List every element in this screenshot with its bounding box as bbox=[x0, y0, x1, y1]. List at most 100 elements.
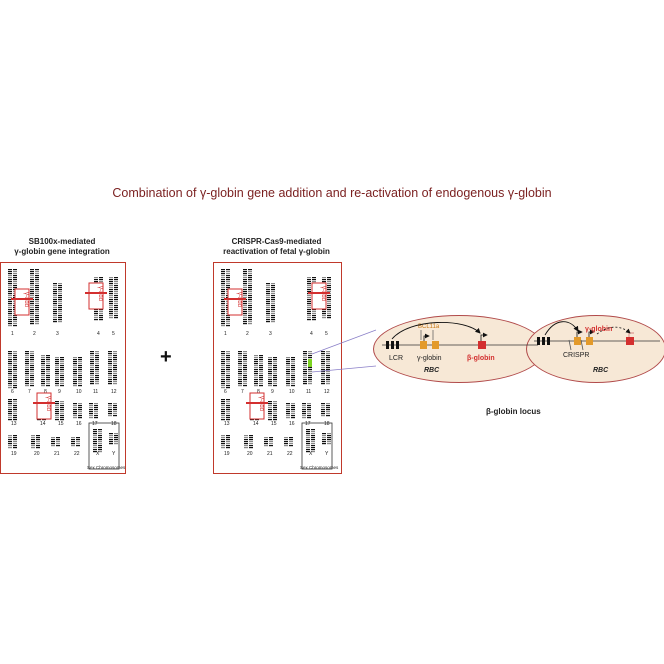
sex-chromosomes-label: Sex Chromosomes bbox=[300, 465, 339, 470]
chromosome-number-11: 11 bbox=[93, 389, 98, 395]
chromosome-number-22: 22 bbox=[74, 451, 80, 457]
gamma-add-box-2 bbox=[88, 282, 104, 310]
chromosome-8-b bbox=[46, 355, 50, 387]
chromosome-20-b bbox=[249, 435, 253, 449]
chromosome-number-9: 9 bbox=[58, 389, 61, 395]
chromosome-7-a bbox=[25, 351, 29, 387]
chromosome-9-b bbox=[273, 357, 277, 387]
chromosome-9-a bbox=[268, 357, 272, 387]
chromosome-number-Y: Y bbox=[325, 451, 329, 457]
chromosome-number-16: 16 bbox=[76, 421, 82, 427]
chromosome-19-b bbox=[13, 435, 17, 449]
chromosome-number-2: 2 bbox=[246, 331, 249, 337]
chromosome-number-12: 12 bbox=[111, 389, 117, 395]
chromosome-22-b bbox=[289, 437, 293, 447]
chromosome-number-4: 4 bbox=[97, 331, 100, 337]
chromosome-number-14: 14 bbox=[253, 421, 259, 427]
chromosome-8-a bbox=[41, 355, 45, 387]
chromosome-3-b bbox=[271, 283, 275, 323]
chromosome-X-a bbox=[93, 429, 97, 453]
left-panel-title-line2: γ-globin gene integration bbox=[14, 247, 110, 256]
chromosome-17-b bbox=[94, 403, 98, 419]
chromosome-1-a bbox=[221, 269, 225, 327]
chromosome-number-19: 19 bbox=[11, 451, 17, 457]
chromosome-13-b bbox=[226, 399, 230, 421]
chromosome-5-a bbox=[109, 277, 113, 319]
locus-ellipse-2 bbox=[526, 315, 664, 383]
chromosome-6-b bbox=[226, 351, 230, 389]
chromosome-2-b bbox=[35, 269, 39, 325]
chromosome-X-a bbox=[306, 429, 310, 453]
gamma-add-box-3 bbox=[249, 392, 265, 420]
chromosome-number-13: 13 bbox=[11, 421, 17, 427]
chromosome-number-6: 6 bbox=[224, 389, 227, 395]
chromosome-X-b bbox=[98, 429, 102, 453]
chromosome-19-a bbox=[8, 435, 12, 449]
chromosome-number-8: 8 bbox=[257, 389, 260, 395]
chromosome-12-a bbox=[321, 351, 325, 385]
right-panel-title-line2: reactivation of fetal γ-globin bbox=[223, 247, 330, 256]
chromosome-16-b bbox=[78, 403, 82, 419]
chromosome-2-b bbox=[248, 269, 252, 325]
chromosome-18-a bbox=[108, 403, 112, 417]
beta-globin-locus-label: β-globin locus bbox=[486, 407, 541, 416]
chromosome-15-b bbox=[273, 401, 277, 421]
chromosome-15-b bbox=[60, 401, 64, 421]
chromosome-17-b bbox=[307, 403, 311, 419]
chromosome-11-b bbox=[308, 351, 312, 385]
left-panel-title: SB100x-mediated γ-globin gene integratio… bbox=[0, 237, 124, 257]
chromosome-17-a bbox=[302, 403, 306, 419]
chromosome-16-b bbox=[291, 403, 295, 419]
chromosome-10-a bbox=[286, 357, 290, 387]
chromosome-19-a bbox=[221, 435, 225, 449]
chromosome-2-a bbox=[243, 269, 247, 325]
chromosome-number-X: X bbox=[96, 451, 100, 457]
chromosome-number-21: 21 bbox=[267, 451, 273, 457]
chromosome-9-b bbox=[60, 357, 64, 387]
gamma-add-box-3 bbox=[36, 392, 52, 420]
gamma-add-box-1 bbox=[14, 288, 30, 316]
chromosome-2-a bbox=[30, 269, 34, 325]
chromosome-number-8: 8 bbox=[44, 389, 47, 395]
chromosome-18-b bbox=[113, 403, 117, 417]
chromosome-number-10: 10 bbox=[289, 389, 295, 395]
chromosome-22-a bbox=[71, 437, 75, 447]
chromosome-5-b bbox=[114, 277, 118, 319]
chromosome-number-17: 17 bbox=[305, 421, 311, 427]
chromosome-3-b bbox=[58, 283, 62, 323]
chromosome-number-18: 18 bbox=[111, 421, 117, 427]
chromosome-3-a bbox=[266, 283, 270, 323]
chromosome-8-b bbox=[259, 355, 263, 387]
chromosome-8-a bbox=[254, 355, 258, 387]
chromosome-number-15: 15 bbox=[58, 421, 64, 427]
gamma-add-box-2 bbox=[311, 282, 327, 310]
chromosome-4-a bbox=[307, 277, 311, 321]
chromosome-number-3: 3 bbox=[56, 331, 59, 337]
sex-chromosomes-label: Sex Chromosomes bbox=[87, 465, 125, 470]
chromosome-number-20: 20 bbox=[247, 451, 253, 457]
chromosome-19-b bbox=[226, 435, 230, 449]
chromosome-number-13: 13 bbox=[224, 421, 230, 427]
chromosome-number-4: 4 bbox=[310, 331, 313, 337]
chromosome-12-a bbox=[108, 351, 112, 385]
chromosome-number-11: 11 bbox=[306, 389, 311, 395]
chromosome-21-b bbox=[56, 437, 60, 447]
chromosome-Y-b bbox=[327, 433, 331, 445]
locus-ellipse-1 bbox=[373, 315, 545, 383]
chromosome-11-b bbox=[95, 351, 99, 385]
chromosome-17-a bbox=[89, 403, 93, 419]
chromosome-number-1: 1 bbox=[224, 331, 227, 337]
chromosome-9-a bbox=[55, 357, 59, 387]
chromosome-number-2: 2 bbox=[33, 331, 36, 337]
chromosome-number-18: 18 bbox=[324, 421, 330, 427]
chromosome-7-b bbox=[30, 351, 34, 387]
chromosome-21-a bbox=[51, 437, 55, 447]
chromosome-Y-a bbox=[322, 433, 326, 445]
chromosome-6-b bbox=[13, 351, 17, 389]
right-panel-title-line1: CRISPR-Cas9-mediated bbox=[231, 237, 322, 246]
chromosome-X-b bbox=[311, 429, 315, 453]
chromosome-13-a bbox=[221, 399, 225, 421]
